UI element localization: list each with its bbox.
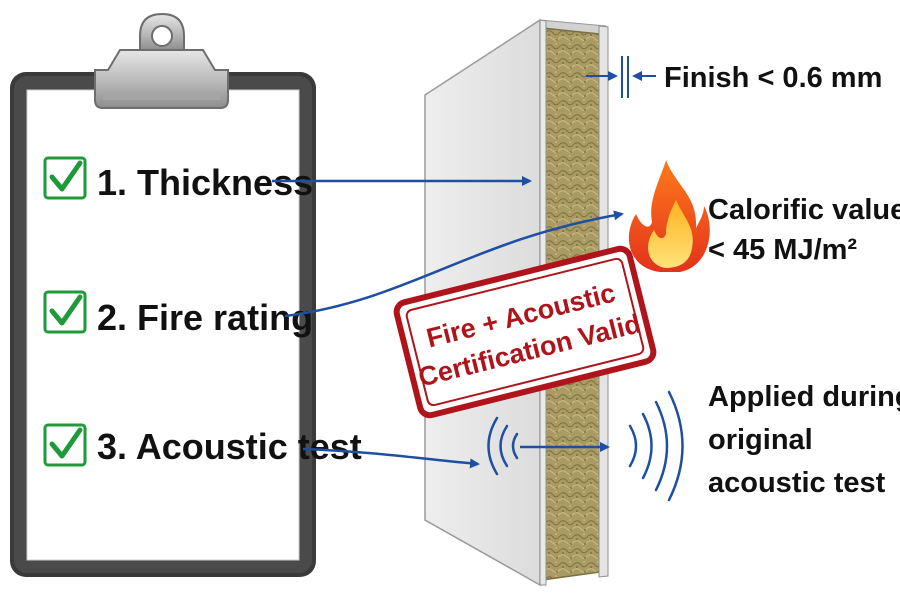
calorific-label-line2: < 45 MJ/m² xyxy=(708,234,857,266)
connector-arrows xyxy=(272,176,624,469)
check-icon xyxy=(49,427,83,459)
finish-label: Finish < 0.6 mm xyxy=(664,62,882,94)
checklist-item-acoustic-test: 3. Acoustic test xyxy=(43,423,362,467)
arrow-acoustic-test xyxy=(302,447,480,469)
acoustic-label-line1: Applied during xyxy=(708,381,900,413)
finish-dimension: Finish < 0.6 mm xyxy=(586,56,882,98)
acoustic-label-line3: acoustic test xyxy=(708,467,886,499)
clipboard-clip xyxy=(94,12,229,109)
checklist-label-acoustic-test: 3. Acoustic test xyxy=(97,426,362,467)
stamp-inner-border xyxy=(405,257,645,407)
checklist-label-thickness: 1. Thickness xyxy=(97,162,313,203)
stamp-outer-border xyxy=(393,245,657,419)
checklist-item-fire-rating: 2. Fire rating xyxy=(43,290,313,338)
certification-stamp: Fire + Acoustic Certification Valid xyxy=(393,245,657,419)
sound-waves-right xyxy=(628,390,684,502)
fire-icon xyxy=(628,160,710,272)
checklist-label-fire-rating: 2. Fire rating xyxy=(97,297,313,338)
acoustic-label-line2: original xyxy=(708,424,813,456)
checklist-item-thickness: 1. Thickness xyxy=(43,156,313,203)
sound-waves-left xyxy=(487,416,519,476)
check-icon xyxy=(49,294,83,326)
calorific-label-line1: Calorific value xyxy=(708,194,900,226)
clipboard: 1. Thickness 2. Fire rating 3. Acoustic … xyxy=(10,12,362,577)
sound-wave-icon xyxy=(487,390,684,502)
check-icon xyxy=(49,160,83,192)
arrow-fire-rating xyxy=(284,210,624,318)
